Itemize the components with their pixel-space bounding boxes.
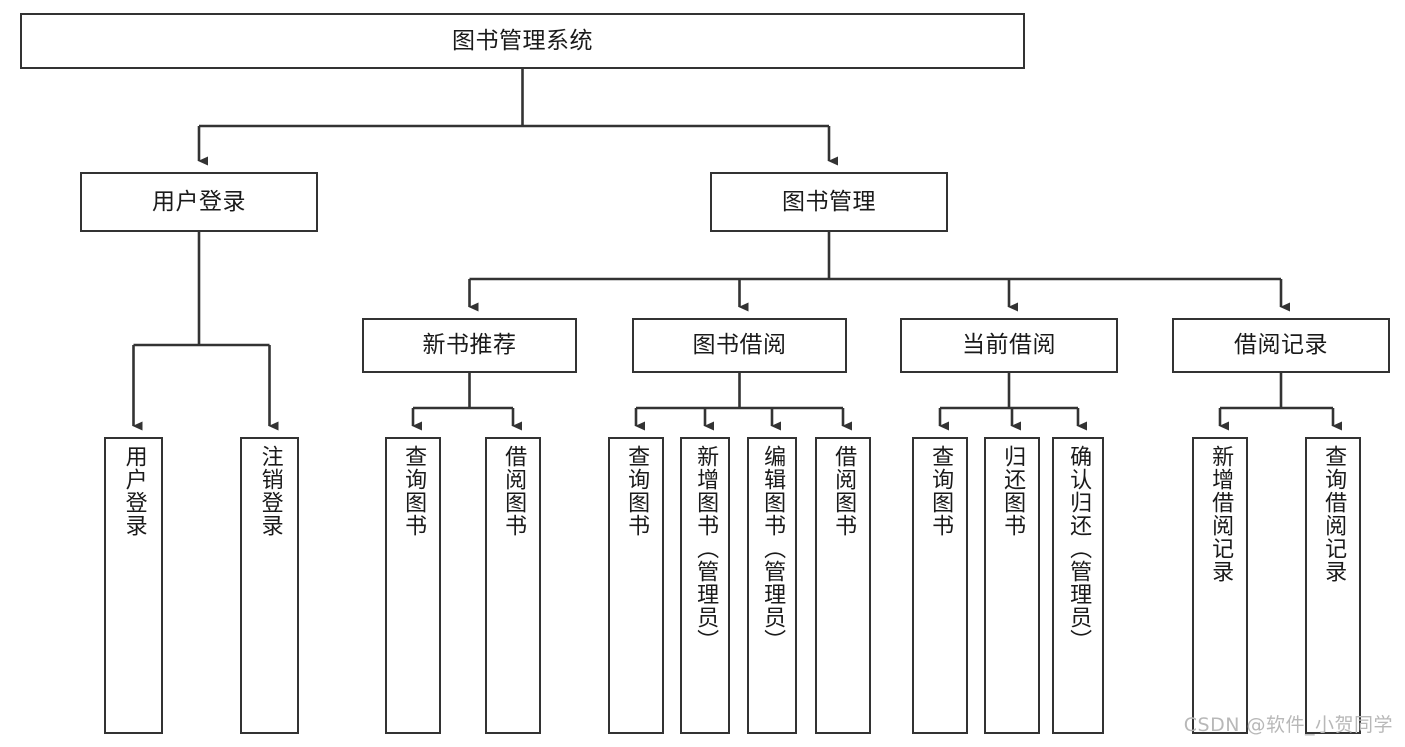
node-user-login[interactable]: 用户登录 <box>80 172 318 232</box>
node-new-book-rec[interactable]: 新书推荐 <box>362 318 577 373</box>
node-label-user-login: 用户登录 <box>152 188 246 215</box>
node-root[interactable]: 图书管理系统 <box>20 13 1025 69</box>
node-leaf-query-book-current[interactable]: 查询图书 <box>912 437 968 734</box>
node-label-leaf-query-book-rec: 查询图书 <box>401 445 427 537</box>
node-label-leaf-borrow-book: 借阅图书 <box>831 445 857 537</box>
node-leaf-borrow-book-rec[interactable]: 借阅图书 <box>485 437 541 734</box>
node-leaf-edit-book-admin[interactable]: 编辑图书（管理员） <box>747 437 797 734</box>
node-label-new-book-rec: 新书推荐 <box>422 332 517 359</box>
node-label-book-borrow: 图书借阅 <box>692 332 787 359</box>
node-leaf-add-borrow-record[interactable]: 新增借阅记录 <box>1192 437 1248 734</box>
node-label-leaf-user-login: 用户登录 <box>121 445 147 537</box>
node-label-leaf-query-borrow-record: 查询借阅记录 <box>1321 445 1347 583</box>
node-label-leaf-return-book: 归还图书 <box>1000 445 1026 537</box>
node-label-leaf-edit-book-admin: 编辑图书（管理员） <box>760 445 786 652</box>
node-label-leaf-borrow-book-rec: 借阅图书 <box>501 445 527 537</box>
node-book-borrow[interactable]: 图书借阅 <box>632 318 847 373</box>
node-label-leaf-add-borrow-record: 新增借阅记录 <box>1208 445 1234 583</box>
node-label-leaf-add-book-admin: 新增图书（管理员） <box>693 445 719 652</box>
node-book-manage[interactable]: 图书管理 <box>710 172 948 232</box>
node-leaf-logout[interactable]: 注销登录 <box>240 437 299 734</box>
node-current-borrow[interactable]: 当前借阅 <box>900 318 1118 373</box>
node-leaf-borrow-book[interactable]: 借阅图书 <box>815 437 871 734</box>
node-leaf-confirm-return-admin[interactable]: 确认归还（管理员） <box>1052 437 1104 734</box>
node-leaf-query-book-borrow[interactable]: 查询图书 <box>608 437 664 734</box>
watermark-text: CSDN @软件_小贺同学 <box>1183 714 1393 736</box>
node-label-root: 图书管理系统 <box>452 27 593 54</box>
node-leaf-add-book-admin[interactable]: 新增图书（管理员） <box>680 437 730 734</box>
node-leaf-query-book-rec[interactable]: 查询图书 <box>385 437 441 734</box>
node-label-leaf-confirm-return-admin: 确认归还（管理员） <box>1066 445 1092 652</box>
node-label-leaf-logout: 注销登录 <box>257 445 283 537</box>
node-leaf-user-login[interactable]: 用户登录 <box>104 437 163 734</box>
node-label-borrow-record: 借阅记录 <box>1234 332 1328 359</box>
node-label-leaf-query-book-borrow: 查询图书 <box>624 445 650 537</box>
node-label-book-manage: 图书管理 <box>782 188 876 215</box>
node-borrow-record[interactable]: 借阅记录 <box>1172 318 1390 373</box>
node-leaf-query-borrow-record[interactable]: 查询借阅记录 <box>1305 437 1361 734</box>
node-leaf-return-book[interactable]: 归还图书 <box>984 437 1040 734</box>
node-label-leaf-query-book-current: 查询图书 <box>928 445 954 537</box>
node-label-current-borrow: 当前借阅 <box>962 332 1056 359</box>
